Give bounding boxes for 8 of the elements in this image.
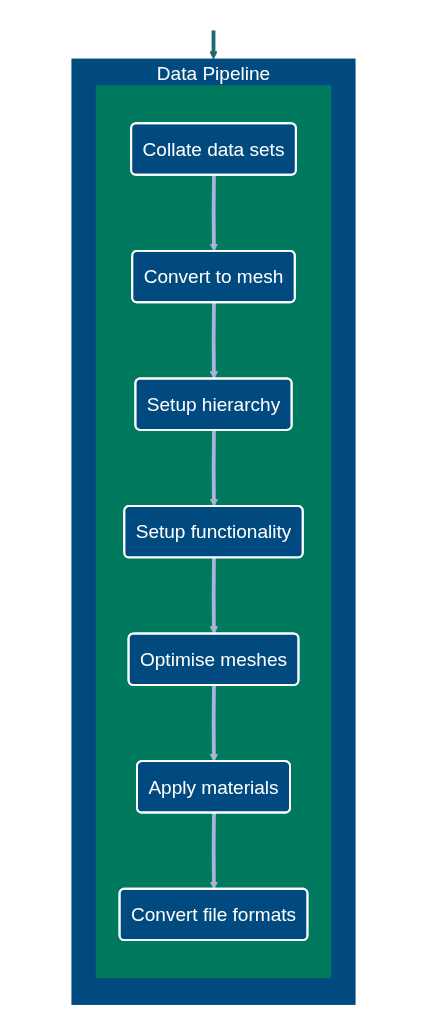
arrow <box>209 302 219 380</box>
arrow <box>209 685 219 762</box>
arrow <box>209 813 219 890</box>
arrow <box>209 175 219 252</box>
cluster <box>95 85 332 979</box>
arrow <box>209 557 219 635</box>
arrow <box>209 430 219 507</box>
arrow <box>209 30 218 60</box>
